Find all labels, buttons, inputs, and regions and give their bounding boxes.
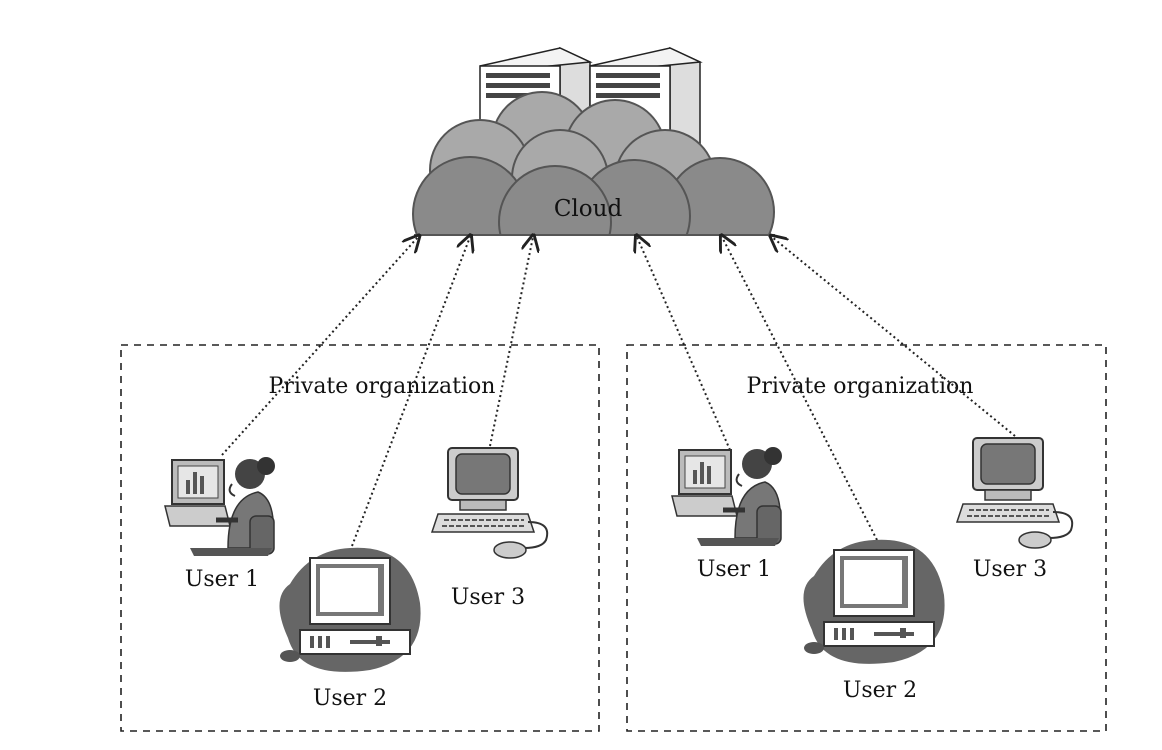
organization-label-2: Private organization: [747, 374, 974, 399]
user-label: User 1: [697, 557, 771, 582]
organization-box-1: [120, 344, 600, 732]
arrow-org2-user1: [637, 237, 731, 451]
woman-at-computer-icon: [164, 457, 275, 556]
user-label: User 3: [973, 557, 1047, 582]
user-label: User 1: [185, 567, 259, 592]
cloud-label: Cloud: [554, 196, 623, 222]
woman-at-computer-icon: [671, 447, 782, 546]
user-label: User 3: [451, 585, 525, 610]
crt-computer-icon: [955, 437, 1074, 549]
arrow-org1-user1: [221, 237, 418, 456]
arrow-org2-user2: [722, 237, 878, 541]
arrow-org1-user3: [489, 237, 533, 447]
connection-arrows: [221, 237, 1016, 547]
desktop-computer-icon: [803, 539, 945, 664]
desktop-computer-icon: [279, 547, 421, 672]
arrow-org2-user3: [772, 237, 1016, 437]
organization-box-2: [626, 344, 1107, 732]
cloud-shape: [412, 91, 775, 236]
crt-computer-icon: [430, 447, 549, 559]
arrow-org1-user2: [351, 237, 470, 547]
user-label: User 2: [313, 686, 387, 711]
user-label: User 2: [843, 678, 917, 703]
organization-label-1: Private organization: [269, 374, 496, 399]
